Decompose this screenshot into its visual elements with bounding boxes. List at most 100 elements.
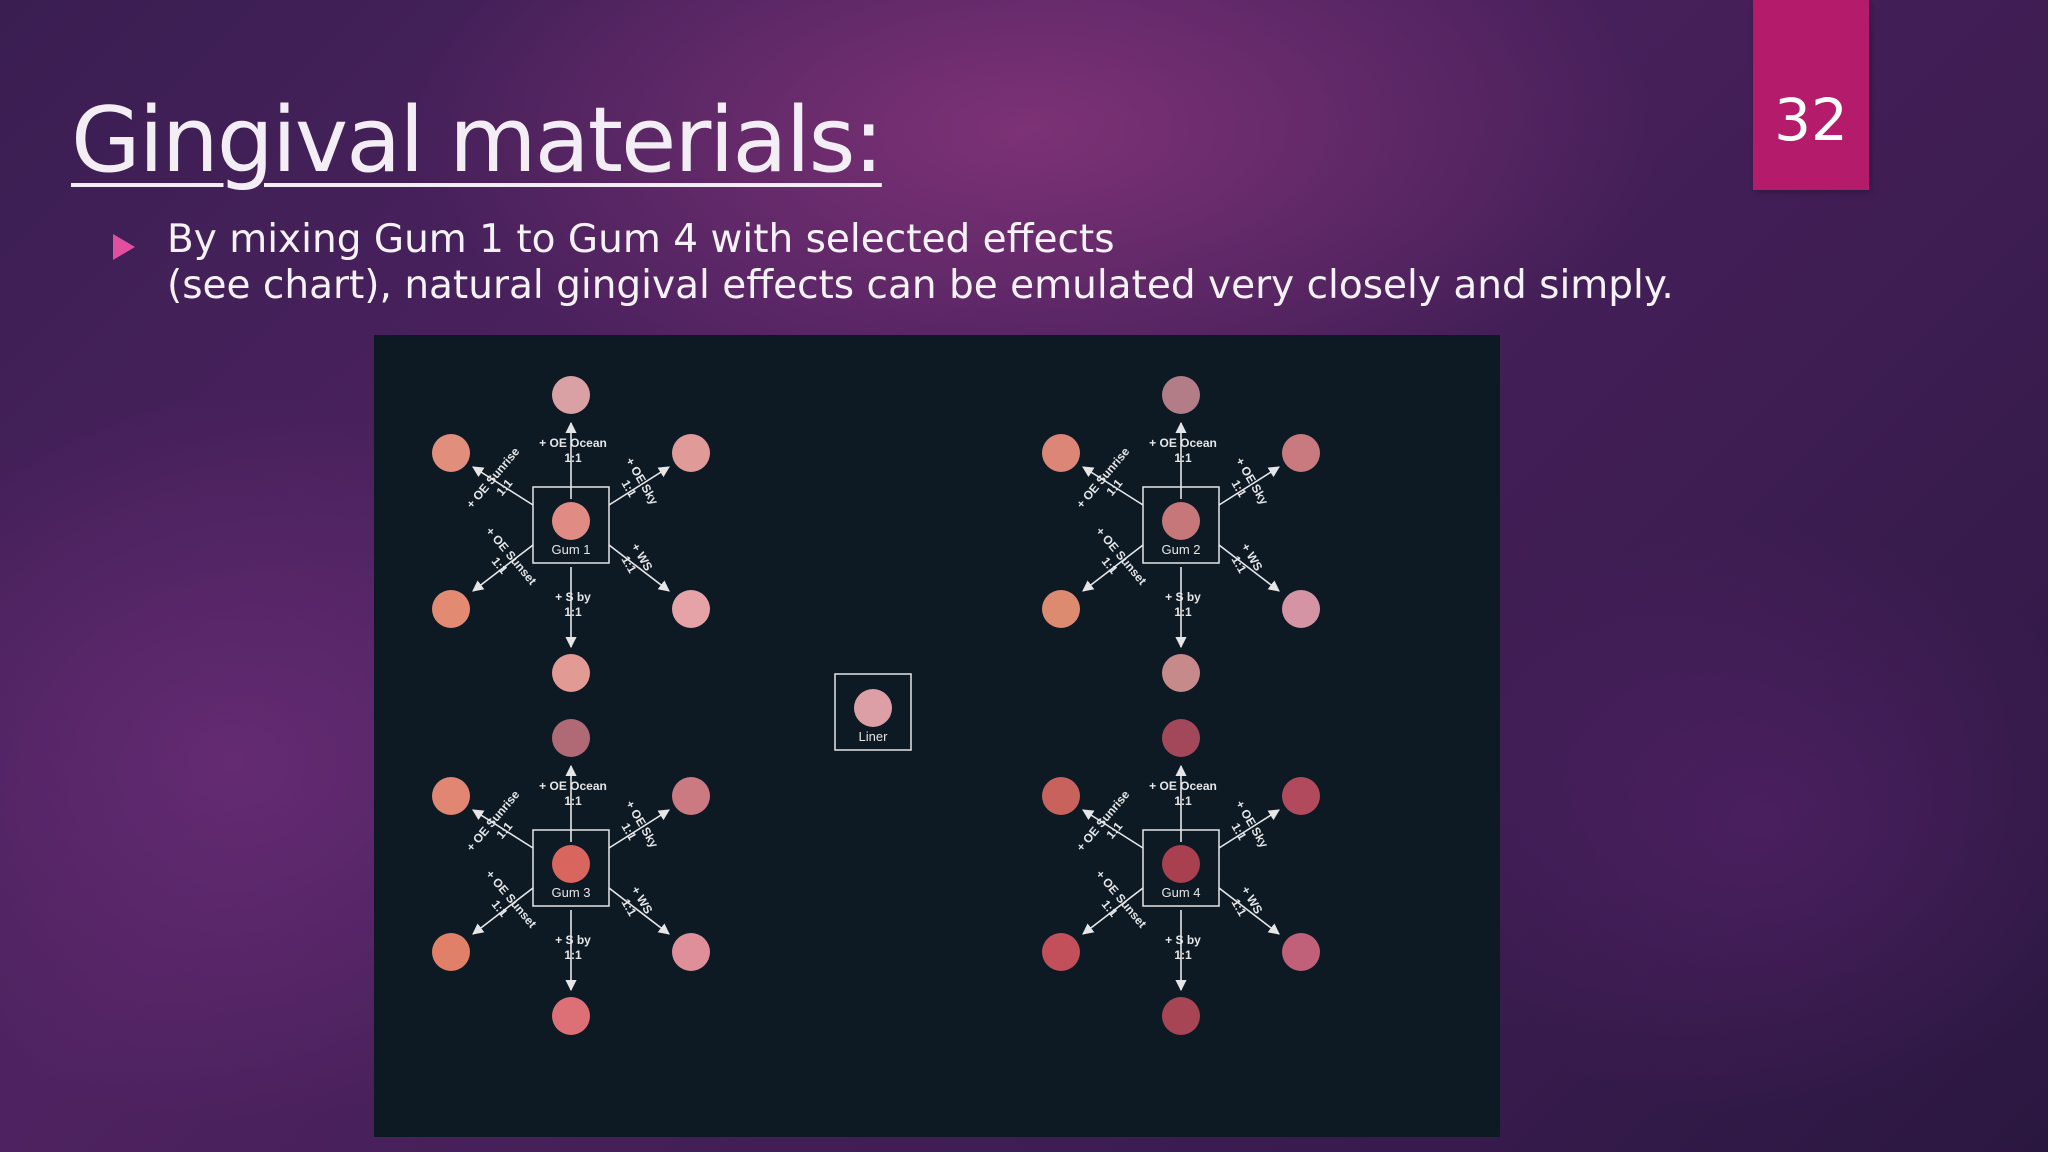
gum-3-down-mix-label: + S by1:1 <box>555 933 591 962</box>
gum-3-down-left-effect-text: + OE Sunset <box>483 867 539 930</box>
gum-3-up-right-arrow <box>608 809 670 849</box>
gum-2-down-effect-text: + S by <box>1165 590 1201 604</box>
gum-3-down-right-arrow <box>608 887 670 935</box>
gum-2-down-right-mix-label: + WS1:1 <box>1229 541 1266 576</box>
gum-4-up-ratio-text: 1:1 <box>1174 794 1192 808</box>
gum-2-down-left-swatch <box>1042 590 1080 628</box>
gum-2-up-left-effect-text: + OE Sunrise <box>1073 444 1132 511</box>
gum-1-up-left-swatch <box>432 434 470 472</box>
gum-1-down-left-effect-text: + OE Sunset <box>483 524 539 587</box>
gum-2-up-effect-text: + OE Ocean <box>1149 436 1217 450</box>
gum-3-up-right-swatch <box>672 777 710 815</box>
slide-number: 32 <box>1774 86 1848 154</box>
gum-3-up-effect-text: + OE Ocean <box>539 779 607 793</box>
gum-4-down-left-arrow <box>1082 887 1144 935</box>
bullet-line-2: (see chart), natural gingival effects ca… <box>167 263 1674 308</box>
gum-4-down-right-swatch <box>1282 933 1320 971</box>
gum-3-up-left-effect-text: + OE Sunrise <box>463 787 522 854</box>
gum-4-up-left-effect-text: + OE Sunrise <box>1073 787 1132 854</box>
gum-1-up-left-arrow <box>472 466 534 506</box>
gum-3-down-ratio-text: 1:1 <box>564 948 582 962</box>
gum-4-down-swatch <box>1162 997 1200 1035</box>
gum-1-up-effect-text: + OE Ocean <box>539 436 607 450</box>
gum-2-down-right-arrow <box>1218 544 1280 592</box>
gum-3-down-left-arrow <box>472 887 534 935</box>
gum-1-down-effect-text: + S by <box>555 590 591 604</box>
gum-3-up-swatch <box>552 719 590 757</box>
bullet-arrow-icon <box>113 234 135 260</box>
gum-3-down-swatch <box>552 997 590 1035</box>
gum-1-down-swatch <box>552 654 590 692</box>
gum-3-down-effect-text: + S by <box>555 933 591 947</box>
gum-4-up-left-arrow <box>1082 809 1144 849</box>
gum-4-up-right-swatch <box>1282 777 1320 815</box>
gum-1-up-swatch <box>552 376 590 414</box>
gum-4-center-swatch <box>1162 845 1200 883</box>
gum-1-up-right-swatch <box>672 434 710 472</box>
gum-1-down-right-mix-label: + WS1:1 <box>619 541 656 576</box>
gum-4-down-effect-text: + S by <box>1165 933 1201 947</box>
gum-3-down-left-swatch <box>432 933 470 971</box>
gum-3-down-right-mix-label: + WS1:1 <box>619 884 656 919</box>
bullet-line-1: By mixing Gum 1 to Gum 4 with selected e… <box>167 217 1115 262</box>
gum-1-label: Gum 1 <box>551 542 590 557</box>
gum-2-down-ratio-text: 1:1 <box>1174 605 1192 619</box>
gum-4-down-ratio-text: 1:1 <box>1174 948 1192 962</box>
gum-1-up-left-effect-text: + OE Sunrise <box>463 444 522 511</box>
gum-1-down-right-arrow <box>608 544 670 592</box>
gum-2-down-mix-label: + S by1:1 <box>1165 590 1201 619</box>
liner-box <box>834 673 912 751</box>
gum-1-down-left-arrow <box>472 544 534 592</box>
gum-2-up-swatch <box>1162 376 1200 414</box>
slide-number-badge: 32 <box>1753 0 1869 190</box>
gum-2-down-left-effect-text: + OE Sunset <box>1093 524 1149 587</box>
gum-4-up-left-swatch <box>1042 777 1080 815</box>
gum-3-down-right-swatch <box>672 933 710 971</box>
gum-1-down-right-swatch <box>672 590 710 628</box>
gum-4-up-right-arrow <box>1218 809 1280 849</box>
gum-3-up-left-arrow <box>472 809 534 849</box>
gum-1-up-ratio-text: 1:1 <box>564 451 582 465</box>
gum-2-down-left-arrow <box>1082 544 1144 592</box>
gum-3-up-left-swatch <box>432 777 470 815</box>
gum-1-center-swatch <box>552 502 590 540</box>
gum-1-down-left-swatch <box>432 590 470 628</box>
gum-4-down-right-mix-label: + WS1:1 <box>1229 884 1266 919</box>
gum-2-down-swatch <box>1162 654 1200 692</box>
gum-2-center-swatch <box>1162 502 1200 540</box>
gum-1-down-mix-label: + S by1:1 <box>555 590 591 619</box>
gum-2-up-left-swatch <box>1042 434 1080 472</box>
gum-2-label: Gum 2 <box>1161 542 1200 557</box>
gum-4-down-left-effect-text: + OE Sunset <box>1093 867 1149 930</box>
gum-2-down-right-swatch <box>1282 590 1320 628</box>
gum-3-center-swatch <box>552 845 590 883</box>
gum-4-down-left-swatch <box>1042 933 1080 971</box>
gum-2-up-ratio-text: 1:1 <box>1174 451 1192 465</box>
gum-2-up-right-arrow <box>1218 466 1280 506</box>
gum-1-down-ratio-text: 1:1 <box>564 605 582 619</box>
gum-1-up-right-arrow <box>608 466 670 506</box>
gum-4-down-mix-label: + S by1:1 <box>1165 933 1201 962</box>
gum-4-up-effect-text: + OE Ocean <box>1149 779 1217 793</box>
gum-4-down-right-arrow <box>1218 887 1280 935</box>
gum-3-label: Gum 3 <box>551 885 590 900</box>
liner-label: Liner <box>859 729 889 744</box>
gum-4-label: Gum 4 <box>1161 885 1200 900</box>
liner-swatch <box>854 689 892 727</box>
